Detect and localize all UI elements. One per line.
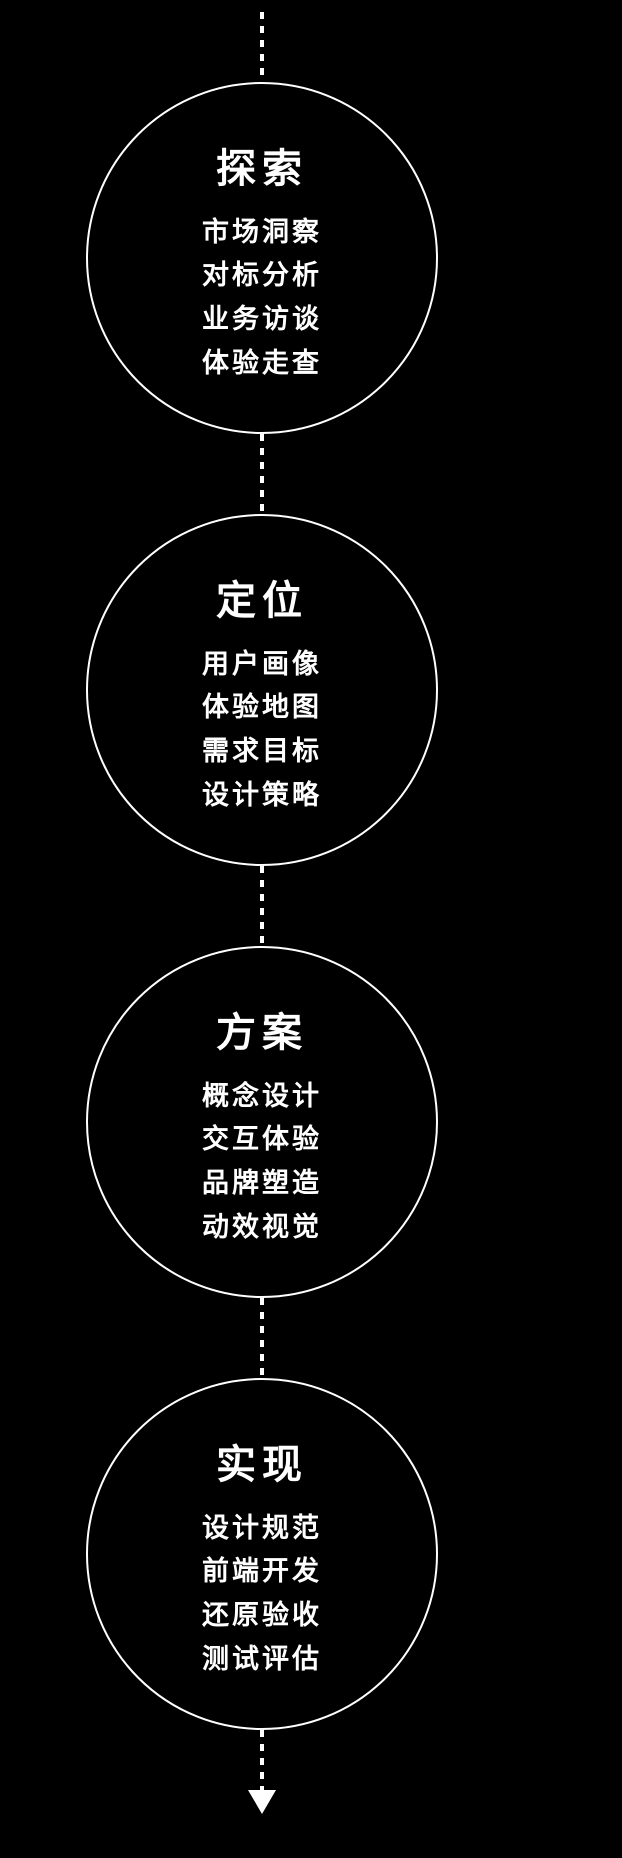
stage-item: 业务访谈 xyxy=(202,304,322,334)
stage-circle-solution: 方案 概念设计 交互体验 品牌塑造 动效视觉 xyxy=(86,946,438,1298)
stage-item-list: 概念设计 交互体验 品牌塑造 动效视觉 xyxy=(202,1080,322,1245)
dashed-connector-top xyxy=(260,12,264,82)
stage-item: 交互体验 xyxy=(202,1124,322,1155)
stage-item: 品牌塑造 xyxy=(202,1168,322,1198)
stage-item: 需求目标 xyxy=(202,736,322,766)
stage-item: 测试评估 xyxy=(202,1643,322,1674)
stage-item: 体验地图 xyxy=(202,692,322,723)
flow-column: 探索 市场洞察 对标分析 业务访谈 体验走查 定位 用户画像 体验地图 需求目标… xyxy=(0,12,524,1814)
dashed-connector xyxy=(260,434,264,514)
stage-item: 还原验收 xyxy=(202,1600,322,1630)
dashed-connector-bottom xyxy=(260,1730,264,1790)
stage-item-list: 设计规范 前端开发 还原验收 测试评估 xyxy=(202,1512,322,1677)
dashed-connector xyxy=(260,866,264,946)
stage-item-list: 用户画像 体验地图 需求目标 设计策略 xyxy=(202,648,322,813)
stage-title: 探索 xyxy=(216,146,308,191)
dashed-connector xyxy=(260,1298,264,1378)
stage-item: 用户画像 xyxy=(202,648,322,679)
stage-title: 定位 xyxy=(216,578,308,623)
stage-item: 前端开发 xyxy=(202,1556,322,1587)
stage-title: 实现 xyxy=(216,1442,308,1487)
stage-item: 动效视觉 xyxy=(202,1211,322,1242)
stage-item: 体验走查 xyxy=(202,347,322,378)
stage-item: 概念设计 xyxy=(202,1080,322,1111)
stage-circle-explore: 探索 市场洞察 对标分析 业务访谈 体验走查 xyxy=(86,82,438,434)
stage-circle-implement: 实现 设计规范 前端开发 还原验收 测试评估 xyxy=(86,1378,438,1730)
stage-title: 方案 xyxy=(216,1010,308,1055)
stage-item: 市场洞察 xyxy=(202,216,322,247)
stage-item: 设计规范 xyxy=(202,1512,322,1543)
stage-circle-position: 定位 用户画像 体验地图 需求目标 设计策略 xyxy=(86,514,438,866)
stage-item: 设计策略 xyxy=(202,779,322,810)
stage-item-list: 市场洞察 对标分析 业务访谈 体验走查 xyxy=(202,216,322,381)
stage-item: 对标分析 xyxy=(202,260,322,291)
arrow-down-icon xyxy=(248,1790,276,1814)
